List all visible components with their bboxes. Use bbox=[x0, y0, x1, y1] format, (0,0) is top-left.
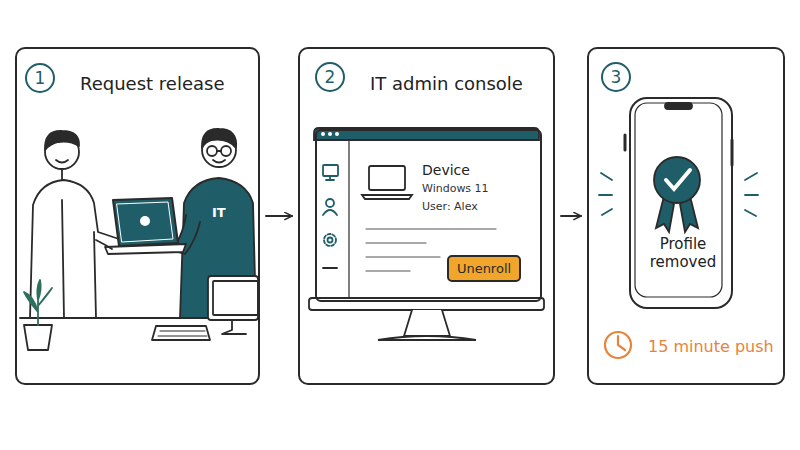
content-line bbox=[366, 270, 410, 271]
clock-hands bbox=[618, 336, 625, 350]
sparkle bbox=[745, 173, 758, 216]
step-number: 3 bbox=[601, 62, 631, 92]
shirt-side bbox=[94, 232, 96, 318]
glasses-bridge bbox=[217, 150, 221, 152]
timing-note: 15 minute push bbox=[648, 337, 774, 356]
window-dot bbox=[328, 132, 332, 136]
user-icon bbox=[326, 199, 334, 207]
device-heading: Device bbox=[422, 162, 470, 179]
shirt-logo: IT bbox=[212, 205, 226, 221]
monitor-base bbox=[378, 336, 476, 340]
plant-pot bbox=[24, 325, 52, 350]
badge bbox=[654, 157, 700, 203]
step-panel: 15 minute push 3Profile removed bbox=[587, 47, 785, 385]
checkmark bbox=[666, 170, 690, 189]
gear-icon bbox=[324, 234, 336, 246]
step-title: IT admin console bbox=[370, 73, 523, 95]
laptop-bezel bbox=[117, 202, 173, 242]
callout-number: 3 bbox=[603, 64, 629, 90]
desk-monitor bbox=[208, 276, 258, 320]
phone-notch bbox=[665, 103, 692, 109]
gear-icon bbox=[328, 238, 333, 243]
person-right-hair bbox=[202, 129, 236, 148]
clock-icon bbox=[605, 332, 631, 358]
status-text: Profile removed bbox=[643, 235, 723, 271]
monitor-neck bbox=[404, 310, 450, 336]
step-number: 2 bbox=[315, 62, 345, 92]
smile bbox=[56, 160, 68, 163]
glasses bbox=[221, 146, 231, 156]
sidebar-divider bbox=[348, 141, 349, 298]
callout-number: 2 bbox=[317, 64, 343, 90]
callout-number: 1 bbox=[27, 65, 53, 91]
laptop-icon-base bbox=[362, 195, 412, 199]
console-monitor bbox=[309, 128, 544, 340]
device-os: Windows 11 bbox=[422, 182, 489, 195]
console-window: DeviceWindows 11 User: AlexUnenroll bbox=[315, 129, 542, 302]
plant-leaves bbox=[24, 280, 52, 325]
sparkle bbox=[599, 173, 612, 215]
keyboard-keys bbox=[158, 331, 207, 336]
phone-screen bbox=[635, 103, 722, 297]
unenroll-button: Unenroll bbox=[447, 255, 521, 282]
flow-arrow bbox=[266, 215, 292, 217]
monitor-icon bbox=[326, 176, 334, 180]
flow-arrow bbox=[561, 215, 581, 217]
person-left-hair bbox=[45, 131, 79, 150]
step-number: 1 bbox=[25, 63, 55, 93]
button-label: Unenroll bbox=[449, 257, 519, 280]
monitor-chin bbox=[309, 298, 544, 310]
handover-scene bbox=[20, 129, 258, 350]
phone-button bbox=[624, 135, 627, 150]
window-dot bbox=[321, 132, 325, 136]
laptop-icon bbox=[369, 166, 405, 190]
user-icon bbox=[323, 210, 337, 215]
device-user: User: Alex bbox=[422, 200, 478, 213]
monitor-icon bbox=[323, 165, 338, 176]
window-dot bbox=[335, 132, 339, 136]
laptop-screen bbox=[113, 198, 178, 246]
smile bbox=[213, 160, 225, 163]
content-line bbox=[366, 228, 496, 229]
keyboard bbox=[152, 326, 210, 340]
step-title: Request release bbox=[80, 73, 224, 95]
laptop-dot bbox=[140, 216, 150, 226]
step-panel: IT admin console 2DeviceWindows 11 User: A… bbox=[298, 47, 555, 385]
content-line bbox=[366, 256, 440, 257]
neck bbox=[61, 169, 63, 180]
phone-frame: Profile removed bbox=[629, 97, 733, 309]
content-line bbox=[366, 242, 426, 243]
laptop-base bbox=[105, 244, 186, 254]
desk-monitor-screen bbox=[213, 281, 258, 315]
desk-monitor-stand bbox=[222, 320, 246, 334]
glasses bbox=[207, 146, 217, 156]
menu-line bbox=[323, 267, 337, 269]
phone-detail bbox=[599, 103, 758, 358]
hand bbox=[96, 240, 112, 249]
shirt-line bbox=[62, 200, 64, 318]
